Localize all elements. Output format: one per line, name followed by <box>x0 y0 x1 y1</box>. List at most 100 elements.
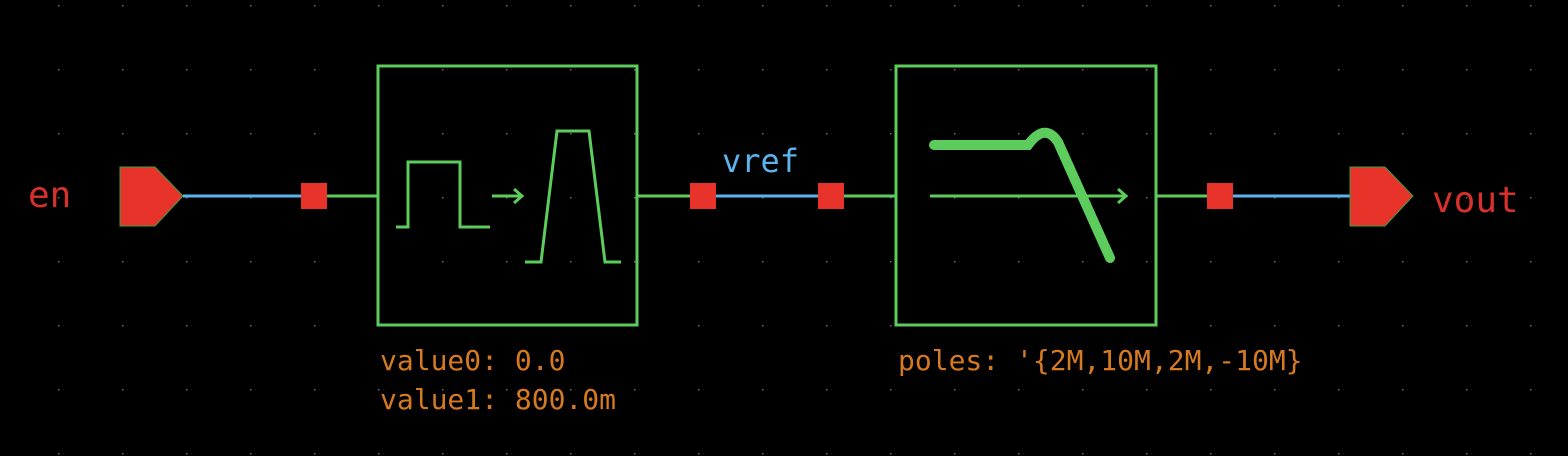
grid-dot <box>890 389 892 391</box>
grid-dot <box>1210 453 1212 455</box>
grid-dot <box>570 5 572 7</box>
pin-label-en: en <box>28 175 71 216</box>
grid-dot <box>442 389 444 391</box>
grid-dot <box>1018 197 1020 199</box>
grid-dot <box>634 197 636 199</box>
grid-dot <box>314 325 316 327</box>
grid-dot <box>1274 133 1276 135</box>
grid-dot <box>506 5 508 7</box>
grid-dot <box>698 133 700 135</box>
grid-dot <box>1530 389 1532 391</box>
grid-dot <box>1274 389 1276 391</box>
grid-dot <box>698 325 700 327</box>
grid-dot <box>890 197 892 199</box>
lowpass-filter-symbol[interactable] <box>894 64 1158 327</box>
grid-dot <box>314 261 316 263</box>
input-pin-en[interactable] <box>119 166 184 227</box>
grid-dot <box>1082 133 1084 135</box>
grid-dot <box>826 453 828 455</box>
grid-dot <box>122 453 124 455</box>
net-label-vref: vref <box>722 142 799 180</box>
pin-label-vout: vout <box>1432 180 1519 221</box>
grid-dot <box>1466 453 1468 455</box>
grid-dot <box>58 5 60 7</box>
grid-dot <box>634 69 636 71</box>
grid-dot <box>442 5 444 7</box>
grid-dot <box>1018 453 1020 455</box>
grid-dot <box>58 69 60 71</box>
grid-dot <box>506 133 508 135</box>
grid-dot <box>762 325 764 327</box>
grid-dot <box>698 389 700 391</box>
output-pin-vout[interactable] <box>1349 166 1414 227</box>
grid-dot <box>1210 261 1212 263</box>
grid-dot <box>762 453 764 455</box>
grid-dot <box>1338 133 1340 135</box>
grid-dot <box>570 453 572 455</box>
grid-dot <box>890 453 892 455</box>
grid-dot <box>1210 69 1212 71</box>
grid-dot <box>698 261 700 263</box>
grid-dot <box>1018 389 1020 391</box>
grid-dot <box>186 453 188 455</box>
grid-dot <box>1274 197 1276 199</box>
grid-dot <box>1466 325 1468 327</box>
grid-dot <box>250 5 252 7</box>
grid-dot <box>954 69 956 71</box>
grid-dot <box>1338 453 1340 455</box>
grid-dot <box>826 69 828 71</box>
grid-dot <box>634 453 636 455</box>
grid-dot <box>1466 5 1468 7</box>
grid-dot <box>250 197 252 199</box>
source-terminal-in[interactable] <box>301 183 327 209</box>
grid-dot <box>634 261 636 263</box>
grid-dot <box>58 197 60 199</box>
grid-dot <box>1274 453 1276 455</box>
grid-dot <box>1210 389 1212 391</box>
grid-dot <box>1146 389 1148 391</box>
grid-dot <box>698 5 700 7</box>
grid-dot <box>1466 133 1468 135</box>
grid-dot <box>954 261 956 263</box>
grid-dot <box>250 453 252 455</box>
grid-dot <box>1082 5 1084 7</box>
grid-dot <box>186 389 188 391</box>
grid-dot <box>762 133 764 135</box>
grid-dot <box>1082 453 1084 455</box>
grid-dot <box>250 261 252 263</box>
filter-terminal-in[interactable] <box>818 183 844 209</box>
grid-dot <box>58 389 60 391</box>
grid-dot <box>570 69 572 71</box>
grid-dot <box>1146 197 1148 199</box>
pulse-source-symbol[interactable] <box>376 64 639 327</box>
grid-dot <box>826 261 828 263</box>
grid-dot <box>762 197 764 199</box>
grid-dot <box>826 389 828 391</box>
grid-dot <box>762 69 764 71</box>
grid-dot <box>1018 5 1020 7</box>
grid-dot <box>954 197 956 199</box>
grid-dot <box>122 389 124 391</box>
grid-dot <box>506 389 508 391</box>
grid-dot <box>58 453 60 455</box>
grid-dot <box>122 69 124 71</box>
grid-dot <box>1402 261 1404 263</box>
grid-dot <box>1146 453 1148 455</box>
grid-dot <box>890 5 892 7</box>
grid-dot <box>1210 325 1212 327</box>
grid-dot <box>378 389 380 391</box>
grid-dot <box>186 197 188 199</box>
source-terminal-out[interactable] <box>690 183 716 209</box>
grid-dot <box>570 133 572 135</box>
grid-dot <box>954 5 956 7</box>
grid-dot <box>762 389 764 391</box>
grid-dot <box>1338 325 1340 327</box>
grid-dot <box>1466 261 1468 263</box>
grid-dot <box>1274 5 1276 7</box>
grid-dot <box>314 453 316 455</box>
grid-dot <box>1146 69 1148 71</box>
grid-dot <box>1402 389 1404 391</box>
grid-dot <box>570 197 572 199</box>
filter-terminal-out[interactable] <box>1207 183 1233 209</box>
